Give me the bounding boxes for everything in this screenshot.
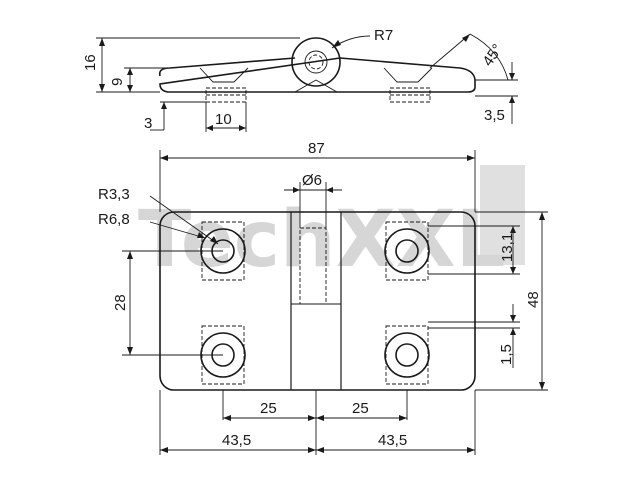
side-knuckle-inner	[304, 50, 328, 74]
dim-15-label: 1,5	[498, 344, 515, 365]
dim-d6-label: Ø6	[302, 172, 322, 189]
side-nut-right	[389, 87, 431, 103]
dim-r33-arrow	[210, 236, 218, 244]
dim-35-arrow-top	[509, 73, 515, 80]
dim-10-label: 10	[215, 111, 232, 128]
dim-r7-arrow	[332, 40, 341, 48]
side-view: 16 9 3 10 R7 45° 3,5	[82, 27, 518, 132]
hole-inner	[395, 239, 419, 263]
dim-48-arrow-top	[539, 212, 545, 220]
dim-48-arrow-bottom	[539, 382, 545, 390]
hole-inner	[395, 343, 419, 367]
dim-131-arrow-bottom	[510, 267, 516, 274]
dim-9-label: 9	[109, 78, 126, 86]
dim-r33-leader	[149, 195, 219, 245]
dim-d6-arrow-right	[326, 187, 333, 193]
nut-bottom-right	[385, 325, 429, 385]
side-countersink-left	[199, 67, 249, 83]
dim-angle-ray	[429, 33, 471, 69]
side-knuckle-split-right	[315, 79, 338, 93]
dim-r68-arrow	[197, 232, 205, 238]
watermark-block	[480, 165, 525, 265]
hole-top-right	[384, 221, 430, 281]
side-countersink-right	[383, 67, 433, 83]
dim-r7-label: R7	[374, 27, 393, 44]
dim-r68-leader	[149, 221, 206, 239]
dim-angle-arrow	[462, 34, 470, 42]
watermark-text: TechXXL	[138, 195, 506, 285]
dim-angle-arc	[469, 33, 509, 81]
dim-9-arrow-top	[127, 68, 133, 75]
dim-28-label: 28	[112, 294, 129, 311]
dim-9-arrow-bottom	[127, 85, 133, 92]
side-knuckle-circle	[291, 37, 341, 87]
dim-28-arrow-bottom	[127, 347, 133, 355]
dim-16-arrow-top	[99, 38, 105, 46]
dim-25-arrow-r1	[316, 415, 324, 421]
dim-r68-label: R6,8	[98, 211, 130, 228]
dim-35-arrow-bottom	[509, 96, 515, 103]
dim-435-right-label: 43,5	[378, 432, 407, 449]
dim-48-label: 48	[525, 291, 542, 308]
dim-r33-label: R3,3	[98, 186, 130, 203]
dim-15-arrow-top	[510, 315, 516, 322]
dim-16-label: 16	[82, 54, 99, 71]
dim-3-label: 3	[144, 115, 152, 132]
dim-87-arrow-left	[160, 155, 168, 161]
dim-435-left-label: 43,5	[222, 432, 251, 449]
dim-87-label: 87	[308, 140, 325, 157]
dim-435-arrow-l1	[160, 447, 168, 453]
dim-131-label: 13,1	[499, 233, 516, 262]
dim-131-arrow-top	[510, 226, 516, 233]
dim-87-arrow-right	[467, 155, 475, 161]
top-view: 87 Ø6 R3,3 R6,8 28 48 13,1	[98, 140, 548, 455]
dim-15-arrow-bottom	[510, 328, 516, 335]
side-knuckle-pin	[308, 54, 324, 70]
watermark-group: TechXXL	[138, 165, 525, 285]
dim-d6-arrow-left	[293, 187, 300, 193]
plate-outline	[159, 211, 476, 391]
dim-25-left-label: 25	[260, 400, 277, 417]
dim-28-arrow-top	[127, 251, 133, 259]
dim-435-arrow-l2	[308, 447, 316, 453]
hole-bottom-right	[384, 325, 430, 385]
side-knuckle-split-left	[294, 79, 317, 93]
dim-435-arrow-r1	[316, 447, 324, 453]
side-nut-left	[205, 87, 247, 103]
nut-top-right	[385, 221, 429, 281]
dim-25-arrow-l1	[223, 415, 231, 421]
dim-16-arrow-bottom	[99, 84, 105, 92]
dim-10-arrow-left	[206, 125, 213, 131]
hole-outer	[384, 228, 430, 274]
dim-25-arrow-r2	[399, 415, 407, 421]
dim-25-right-label: 25	[352, 400, 369, 417]
hole-outer	[384, 332, 430, 378]
dim-10-arrow-right	[239, 125, 246, 131]
dim-25-arrow-l2	[308, 415, 316, 421]
dim-35-label: 3,5	[484, 107, 505, 124]
dim-435-arrow-r2	[467, 447, 475, 453]
dim-3-arrow	[161, 102, 167, 109]
